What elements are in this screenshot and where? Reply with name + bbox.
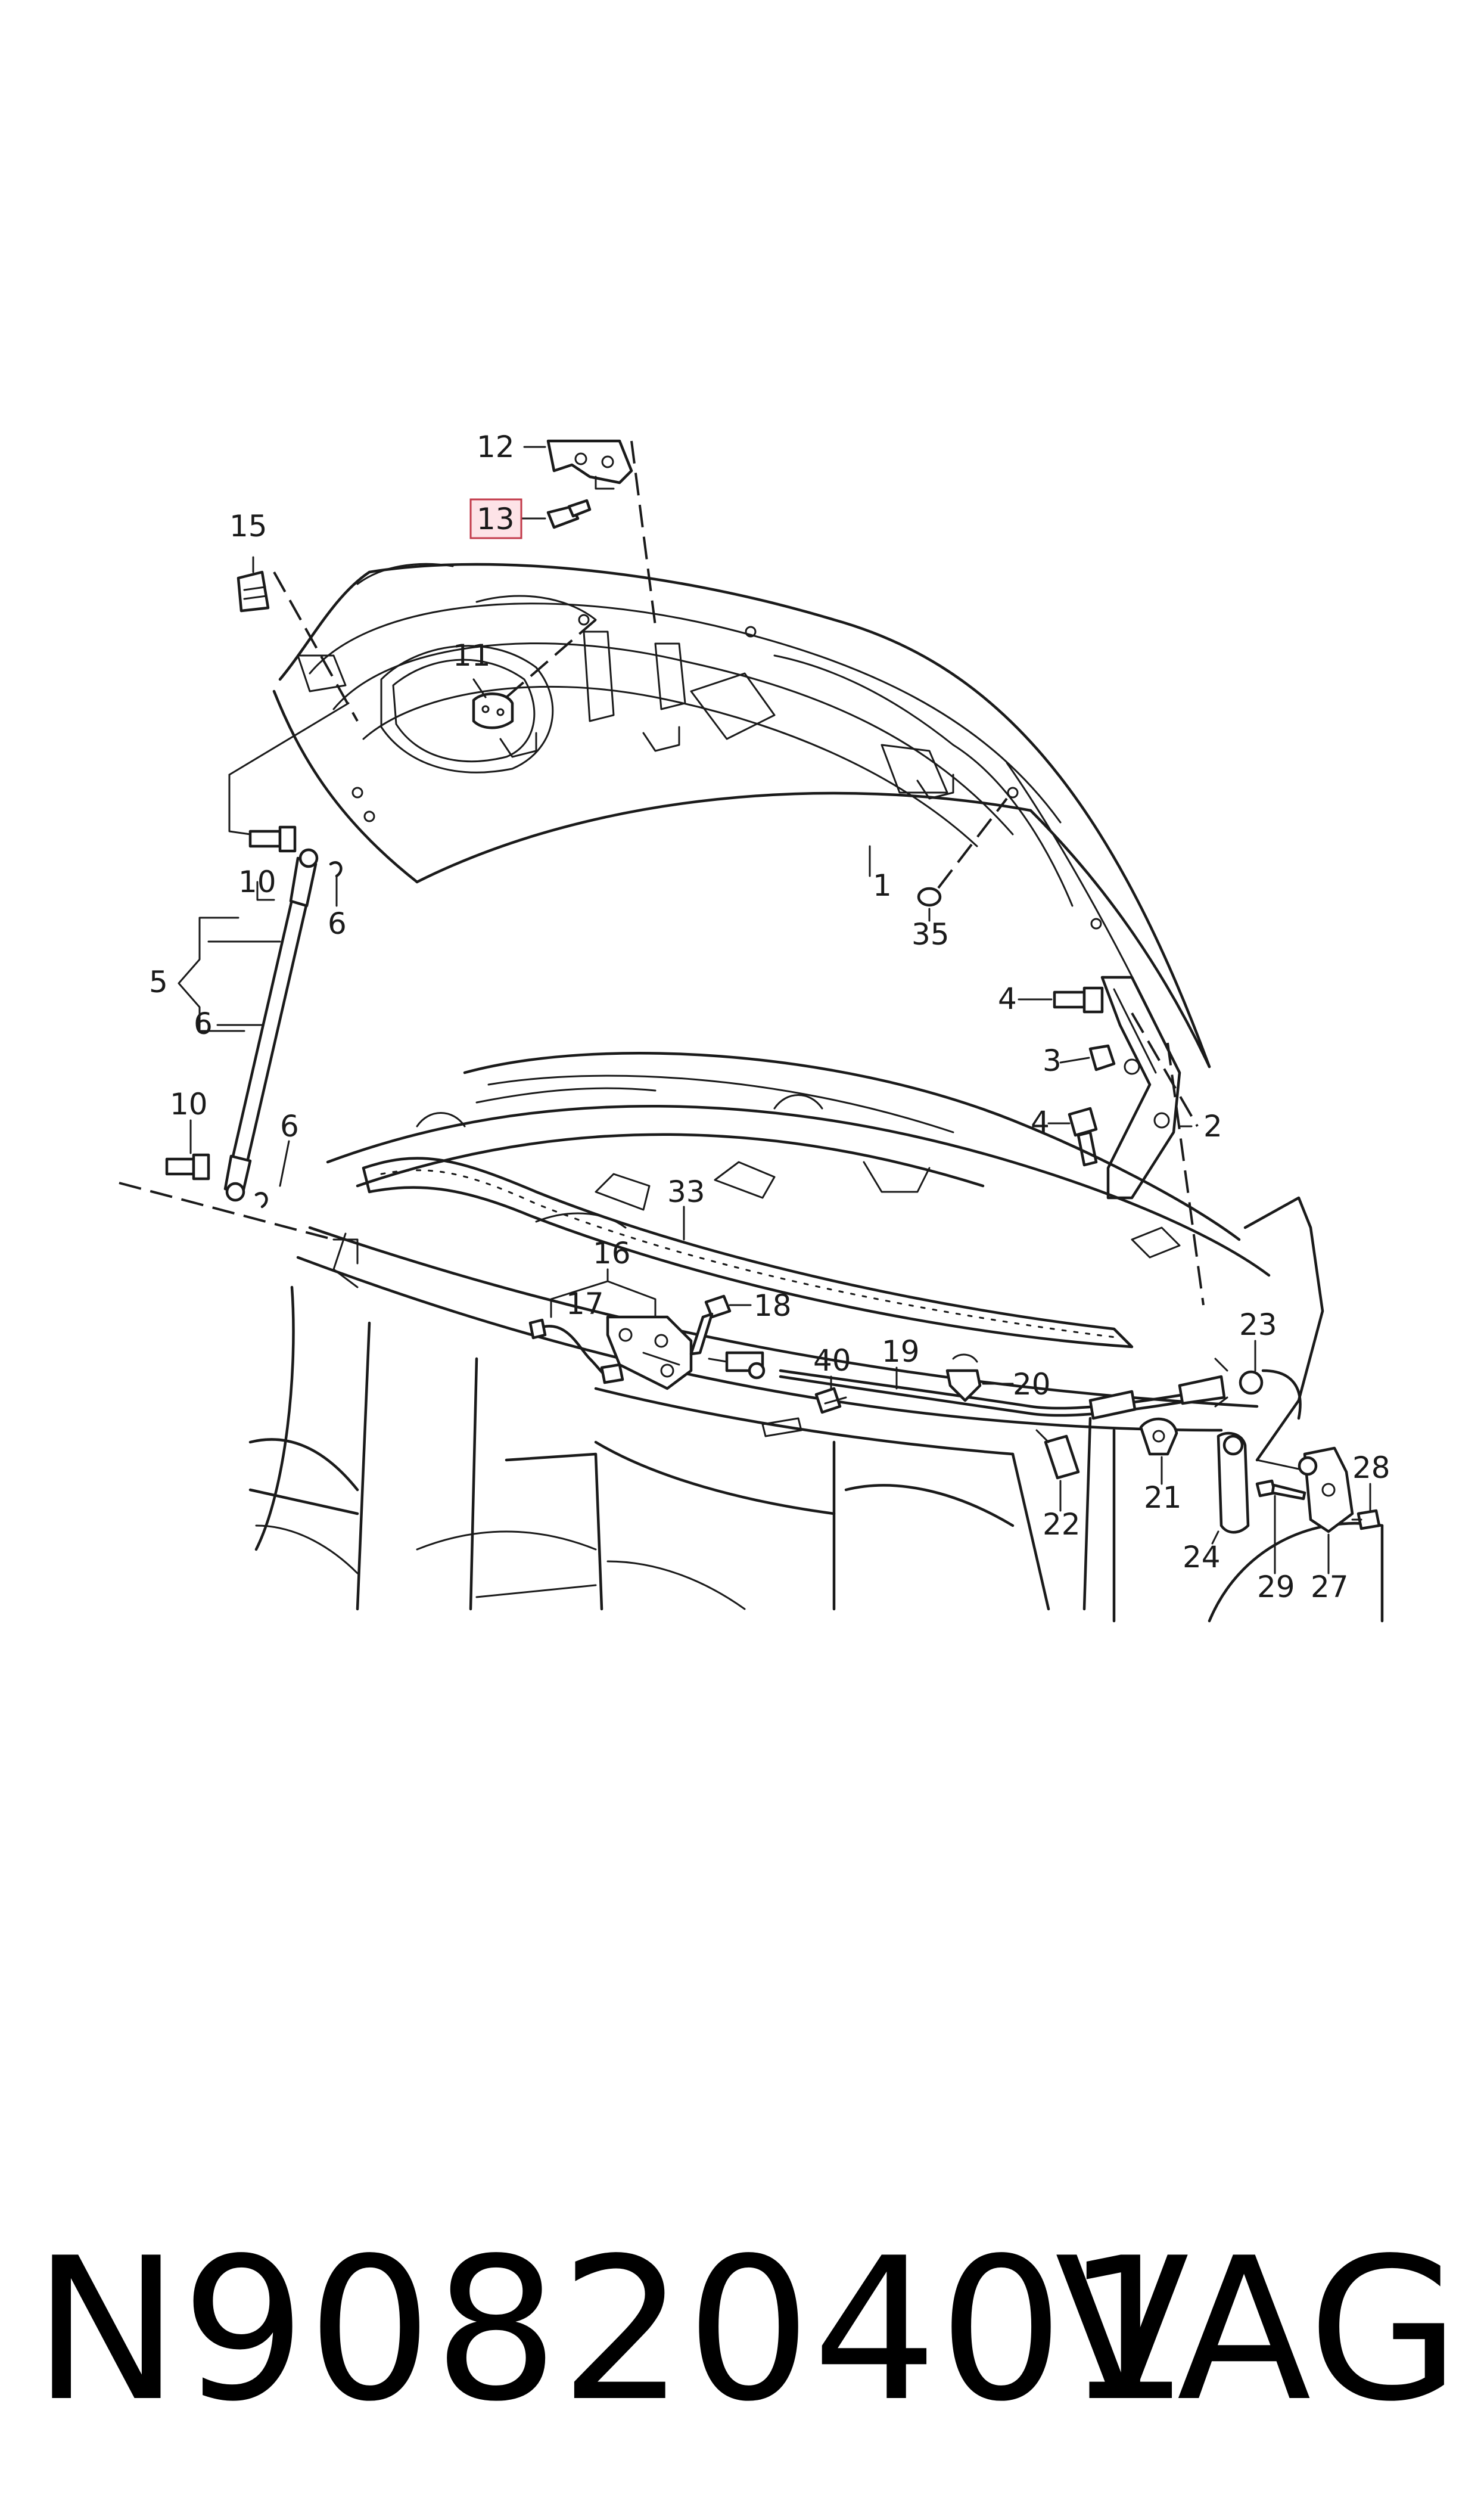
callout-3: 3 <box>1043 1043 1062 1078</box>
callout-leaders <box>189 446 1371 1574</box>
bolt-4-upper <box>1053 986 1104 1014</box>
buffer-11 <box>472 692 514 729</box>
callout-5: 5 <box>149 965 168 999</box>
hood-lock-16 <box>606 1315 693 1390</box>
seal-35 <box>917 887 942 907</box>
vehicle-front-body <box>248 1051 1384 1623</box>
ball-stud-10-lower <box>165 1153 210 1181</box>
screw-29 <box>1255 1479 1306 1501</box>
bolt-18 <box>689 1294 732 1356</box>
clip-6-upper <box>329 861 343 878</box>
clip-21 <box>1139 1417 1178 1456</box>
callout-16: 16 <box>593 1236 631 1271</box>
callout-13: 13 <box>477 502 515 536</box>
callout-11: 11 <box>453 638 491 673</box>
callout-10-upper: 10 <box>238 865 276 899</box>
brand-label: VAG <box>1054 2216 1460 2445</box>
callout-27: 27 <box>1311 1570 1349 1604</box>
bolt-4-lower <box>1068 1107 1098 1167</box>
callout-2: 2 <box>1203 1109 1222 1144</box>
callout-40: 40 <box>813 1343 851 1378</box>
callout-24: 24 <box>1183 1540 1221 1574</box>
callout-21: 21 <box>1144 1480 1182 1515</box>
callout-1: 1 <box>873 868 892 903</box>
callout-35: 35 <box>911 917 950 952</box>
bracket-27 <box>1256 1446 1354 1533</box>
callout-6-lower: 6 <box>280 1109 299 1144</box>
ball-stud-10-upper <box>248 825 297 853</box>
callout-23: 23 <box>1239 1307 1277 1342</box>
callout-6-upper: 6 <box>328 906 347 941</box>
seal-strip-33 <box>362 1157 1134 1349</box>
wiring-17 <box>528 1318 624 1384</box>
clip-6-lower <box>254 1192 268 1209</box>
clip-20 <box>945 1353 982 1402</box>
rubber-buffer-15 <box>237 570 270 613</box>
exploded-parts-diagram: 1 2 3 4 4 5 6 6 6 10 10 11 12 13 15 16 1… <box>119 430 1390 1623</box>
callout-15: 15 <box>229 509 267 543</box>
callout-12: 12 <box>477 430 515 464</box>
callout-33: 33 <box>667 1175 705 1209</box>
clip-28 <box>1351 1509 1381 1530</box>
gas-strut-5 <box>223 848 319 1202</box>
clip-40 <box>814 1387 847 1414</box>
callout-18: 18 <box>754 1288 792 1323</box>
part-number: N90820401 <box>33 2216 1191 2445</box>
clip-22 <box>1035 1429 1080 1480</box>
footer: N90820401 VAG <box>0 2217 1484 2443</box>
callout-28: 28 <box>1352 1450 1390 1485</box>
callout-4-lower: 4 <box>1031 1105 1050 1139</box>
hood-panel <box>272 563 1211 1069</box>
bolt-13 <box>546 499 592 529</box>
highlight-box-13 <box>469 498 522 539</box>
callout-4-upper: 4 <box>998 981 1017 1016</box>
callout-20: 20 <box>1013 1367 1051 1402</box>
hood-lock-bracket <box>546 439 633 490</box>
callout-10-lower: 10 <box>170 1087 208 1122</box>
callout-17: 17 <box>566 1287 604 1321</box>
callout-6-mid: 6 <box>194 1007 213 1041</box>
callout-22: 22 <box>1043 1507 1081 1542</box>
nut-3 <box>1088 1044 1116 1071</box>
callout-19: 19 <box>882 1334 920 1369</box>
lever-24 <box>1217 1431 1250 1534</box>
callout-29: 29 <box>1257 1570 1295 1604</box>
release-cable-19 <box>708 1351 1302 1420</box>
